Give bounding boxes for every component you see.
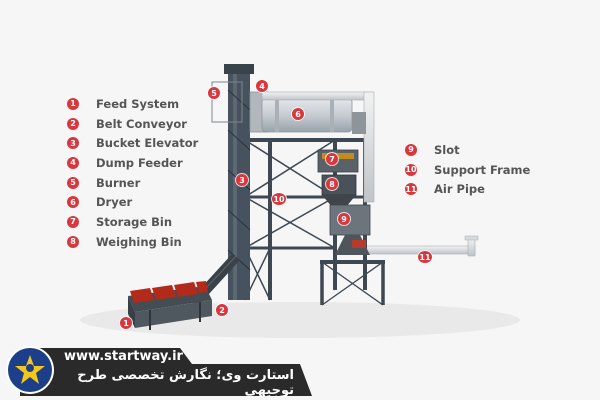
legend-right: 9 Slot 10 Support Frame 11 Air Pipe — [405, 140, 530, 199]
legend-number: 10 — [405, 163, 417, 176]
callout-10: 10 — [272, 193, 286, 205]
mixer-slot — [329, 204, 371, 255]
legend-label: Feed System — [96, 96, 180, 111]
legend-item: 1 Feed System — [67, 94, 198, 114]
callout-5: 5 — [208, 87, 220, 99]
callout-2: 2 — [216, 304, 228, 316]
legend-item: 4 Dump Feeder — [67, 153, 198, 173]
legend-item: 3 Bucket Elevator — [67, 133, 198, 153]
legend-label: Dump Feeder — [96, 155, 183, 170]
legend-number: 1 — [67, 97, 79, 110]
legend-number: 3 — [67, 137, 79, 150]
legend-item: 7 Storage Bin — [67, 212, 198, 232]
storage-bin — [317, 149, 359, 173]
legend-item: 11 Air Pipe — [405, 179, 530, 199]
legend-label: Weighing Bin — [96, 234, 182, 249]
callout-3: 3 — [236, 174, 248, 186]
callout-11: 11 — [418, 251, 432, 263]
legend-label: Belt Conveyor — [96, 116, 187, 131]
callout-9: 9 — [338, 213, 350, 225]
brand-tagline: استارت وی؛ نگارش تخصصی طرح توجیهی — [77, 368, 294, 398]
legend-label: Air Pipe — [434, 182, 485, 197]
legend-item: 5 Burner — [67, 173, 198, 193]
exhaust-duct — [261, 91, 375, 203]
feed-system — [128, 281, 212, 330]
legend-number: 6 — [67, 196, 79, 209]
legend-item: 8 Weighing Bin — [67, 232, 198, 252]
brand-banner-shape — [20, 348, 312, 396]
legend-number: 11 — [405, 183, 417, 196]
star-logo-icon — [8, 348, 52, 392]
legend-label: Bucket Elevator — [96, 136, 199, 151]
legend-item: 6 Dryer — [67, 192, 198, 212]
legend-label: Support Frame — [434, 162, 531, 177]
legend-number: 4 — [67, 156, 79, 169]
legend-number: 9 — [405, 143, 417, 156]
callout-4: 4 — [256, 80, 268, 92]
callout-6: 6 — [292, 108, 304, 120]
weighing-bin — [321, 174, 357, 207]
website-url[interactable]: www.startway.ir — [64, 349, 183, 364]
legend-label: Slot — [434, 142, 460, 157]
legend-number: 5 — [67, 176, 79, 189]
legend-left: 1 Feed System 2 Belt Conveyor 3 Bucket Elev… — [67, 94, 198, 252]
callout-8: 8 — [326, 178, 338, 190]
legend-number: 7 — [67, 215, 79, 228]
legend-number: 2 — [67, 117, 79, 130]
legend-label: Storage Bin — [96, 214, 173, 229]
legend-item: 9 Slot — [405, 140, 530, 160]
legend-label: Dryer — [96, 195, 133, 210]
legend-number: 8 — [67, 235, 79, 248]
legend-item: 10 Support Frame — [405, 160, 530, 180]
dryer-drum — [261, 97, 353, 133]
legend-item: 2 Belt Conveyor — [67, 114, 198, 134]
brand-banner — [20, 348, 312, 396]
callout-1: 1 — [120, 317, 132, 329]
legend-label: Burner — [96, 175, 141, 190]
callout-7: 7 — [326, 153, 338, 165]
